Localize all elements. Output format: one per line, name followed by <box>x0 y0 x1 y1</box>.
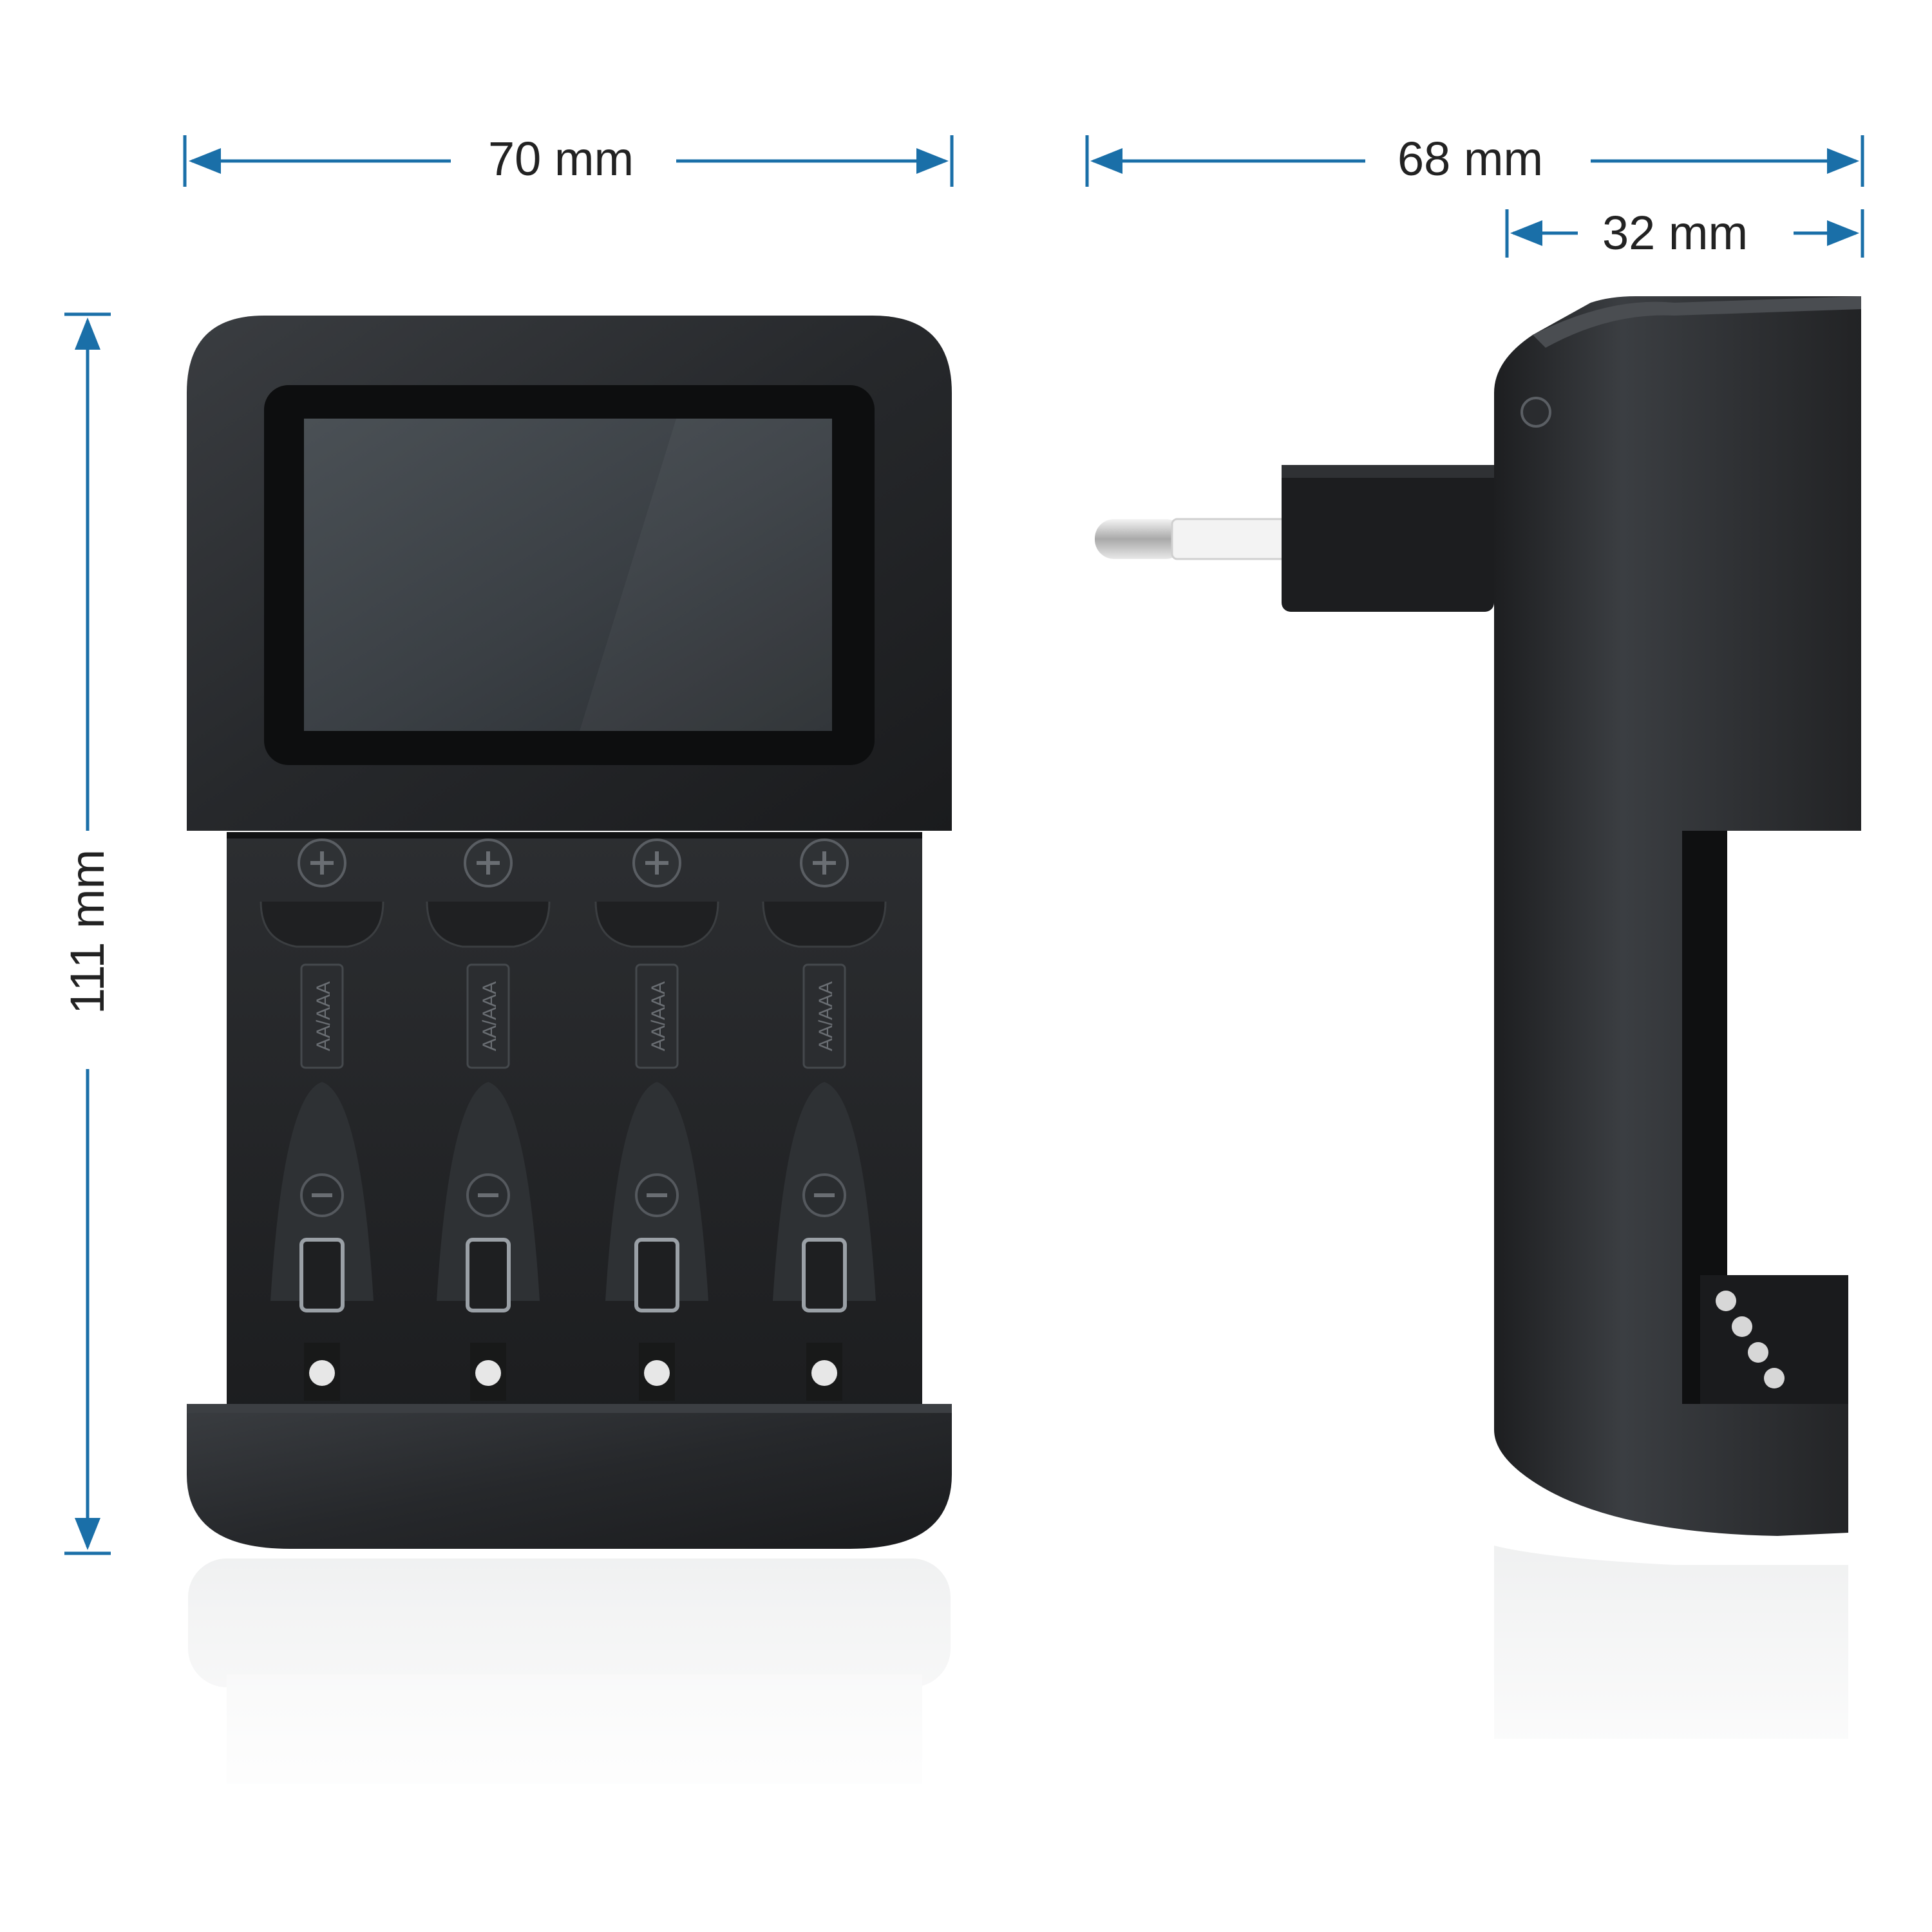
spring-contact <box>802 1238 847 1312</box>
battery-label-plate <box>635 963 679 1069</box>
cell-label-1: AA/AAA <box>313 981 334 1051</box>
spring-contact <box>299 1238 345 1312</box>
pin-contact <box>309 1360 335 1386</box>
spring-contact <box>466 1238 511 1312</box>
plug-body <box>1282 465 1494 612</box>
dimension-lines <box>64 135 1864 1555</box>
plug-pin <box>1095 519 1185 559</box>
spring-contact <box>634 1238 679 1312</box>
charger-side-view <box>1095 296 1861 1536</box>
cell-slot <box>762 838 887 1401</box>
cell-label-3: AA/AAA <box>648 981 669 1051</box>
cell-label-2: AA/AAA <box>479 981 500 1051</box>
plug-depth-dimension-label: 32 mm <box>1602 206 1748 260</box>
depth-dimension-label: 68 mm <box>1397 132 1544 185</box>
cell-slot <box>260 838 384 1401</box>
cell-slot <box>594 838 719 1401</box>
cell-slot <box>426 838 551 1401</box>
battery-label-plate <box>802 963 846 1069</box>
screw-icon <box>1520 397 1551 428</box>
lcd-screen <box>304 419 832 731</box>
charger-front-view: AA/AAA AA/AAA AA/AAA AA/AAA <box>187 316 952 1549</box>
width-dimension-label: 70 mm <box>488 132 634 185</box>
battery-label-plate <box>300 963 344 1069</box>
battery-label-plate <box>466 963 510 1069</box>
pin-contact <box>644 1360 670 1386</box>
pin-contact <box>475 1360 501 1386</box>
height-dimension-label: 111 mm <box>61 849 114 1014</box>
cell-label-4: AA/AAA <box>815 981 837 1051</box>
side-contacts <box>1700 1275 1848 1404</box>
pin-contact <box>811 1360 837 1386</box>
